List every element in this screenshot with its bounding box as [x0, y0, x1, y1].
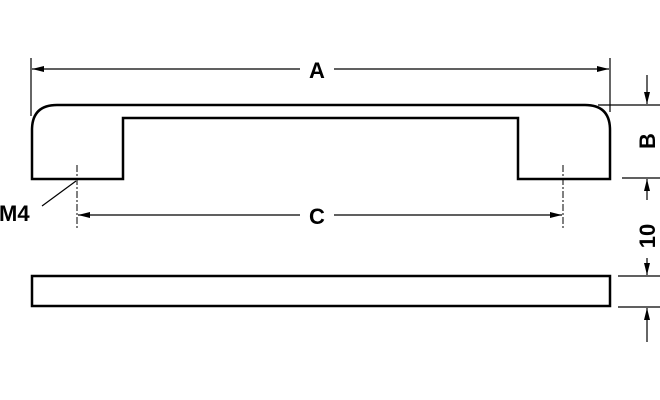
label-10: 10 [635, 224, 660, 248]
handle-bar-view [30, 274, 612, 308]
label-b: B [635, 133, 660, 149]
hole-centerlines [76, 165, 564, 228]
dimension-b-10 [598, 75, 660, 342]
label-c: C [309, 204, 325, 229]
label-m4: M4 [0, 201, 30, 226]
handle-profile [30, 103, 612, 181]
dimension-a [30, 58, 611, 116]
m4-leader [41, 180, 77, 207]
label-a: A [309, 58, 325, 83]
